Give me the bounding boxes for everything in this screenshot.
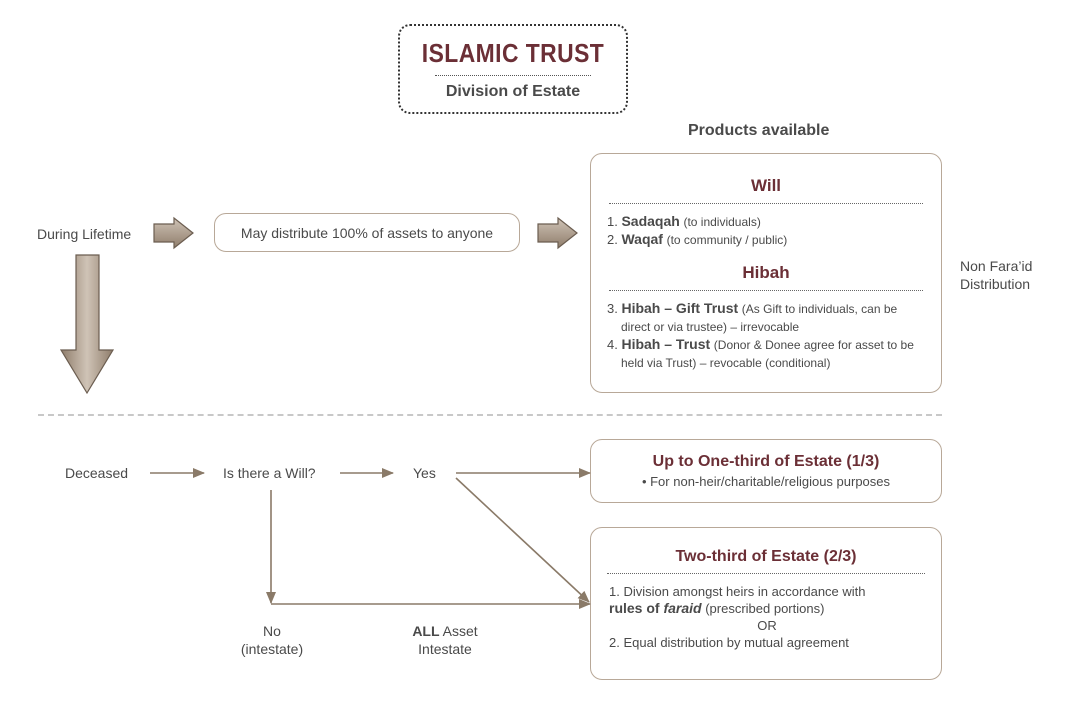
no-intestate-label: No (intestate)	[240, 622, 304, 658]
two-third-heading: Two-third of Estate (2/3)	[675, 548, 857, 565]
two-third-item1: 1. Division amongst heirs in accordance …	[609, 583, 925, 651]
item-name: Sadaqah	[621, 213, 680, 229]
item-number: 2.	[607, 232, 618, 247]
section-separator	[38, 414, 942, 416]
two-third-box: Two-third of Estate (2/3) 1. Division am…	[590, 527, 942, 680]
two-third-divider	[607, 573, 925, 574]
non-faraid-label: Non Fara’id Distribution	[960, 257, 1032, 293]
item-desc: (to community / public)	[666, 233, 788, 247]
intestate-text: Intestate	[418, 641, 472, 657]
block-arrow-right-2	[537, 216, 578, 250]
page-subtitle: Division of Estate	[445, 83, 581, 100]
will-divider	[609, 203, 923, 204]
item-desc: (As Gift to individuals, can be	[741, 302, 898, 316]
title-box: ISLAMIC TRUST Division of Estate	[398, 24, 628, 114]
non-faraid-line2: Distribution	[960, 276, 1031, 292]
item-name: Hibah – Gift Trust	[621, 300, 739, 316]
will-item-waqaf: 2. Waqaf (to community / public)	[607, 231, 941, 249]
during-lifetime-label: During Lifetime	[37, 226, 132, 242]
all-asset-intestate-label: ALL Asset Intestate	[400, 622, 490, 658]
item-desc: (to individuals)	[683, 215, 761, 229]
hibah-item-gift-trust: 3. Hibah – Gift Trust (As Gift to indivi…	[607, 300, 925, 336]
item-desc-cont: direct or via trustee) – irrevocable	[621, 320, 800, 334]
one-third-heading: Up to One-third of Estate (1/3)	[652, 453, 880, 470]
distribute-text: May distribute 100% of assets to anyone	[240, 225, 494, 241]
no-line2: (intestate)	[240, 641, 304, 657]
all-bold: ALL	[412, 623, 440, 639]
is-there-will-label: Is there a Will?	[223, 465, 316, 481]
will-heading: Will	[750, 176, 782, 195]
deceased-label: Deceased	[65, 465, 129, 481]
item-name: Waqaf	[621, 231, 663, 247]
products-box: Will 1. Sadaqah (to individuals) 2. Waqa…	[590, 153, 942, 393]
arrow-yes-to-two-third	[455, 477, 590, 603]
prescribed-portions: (prescribed portions)	[701, 601, 825, 616]
asset-text: Asset	[439, 623, 478, 639]
hibah-item-trust: 4. Hibah – Trust (Donor & Donee agree fo…	[607, 336, 925, 372]
rules-bold: rules of	[609, 600, 664, 616]
hibah-heading: Hibah	[742, 263, 790, 282]
distribute-box: May distribute 100% of assets to anyone	[214, 213, 520, 252]
page-title: ISLAMIC TRUST	[421, 38, 605, 68]
block-arrow-right-1	[153, 216, 194, 250]
non-faraid-line1: Non Fara’id	[960, 258, 1033, 274]
item-number: 1.	[607, 214, 618, 229]
no-line1: No	[263, 623, 281, 639]
item-desc: (Donor & Donee agree for asset to be	[713, 338, 914, 352]
yes-label: Yes	[413, 465, 436, 481]
title-divider	[435, 75, 591, 76]
one-third-bullet: • For non-heir/charitable/religious purp…	[641, 474, 891, 489]
will-item-sadaqah: 1. Sadaqah (to individuals)	[607, 213, 941, 231]
two-third-item1-line1: 1. Division amongst heirs in accordance …	[609, 584, 866, 599]
block-arrow-down	[59, 254, 115, 395]
faraid-italic: faraid	[663, 600, 702, 616]
one-third-box: Up to One-third of Estate (1/3) • For no…	[590, 439, 942, 503]
or-text: OR	[757, 618, 777, 633]
item-number: 4.	[607, 337, 618, 352]
item-name: Hibah – Trust	[621, 336, 711, 352]
products-heading: Products available	[688, 122, 830, 139]
item-desc-cont: held via Trust) – revocable (conditional…	[621, 356, 831, 370]
hibah-divider	[609, 290, 923, 291]
two-third-item2: 2. Equal distribution by mutual agreemen…	[609, 635, 849, 650]
item-number: 3.	[607, 301, 618, 316]
